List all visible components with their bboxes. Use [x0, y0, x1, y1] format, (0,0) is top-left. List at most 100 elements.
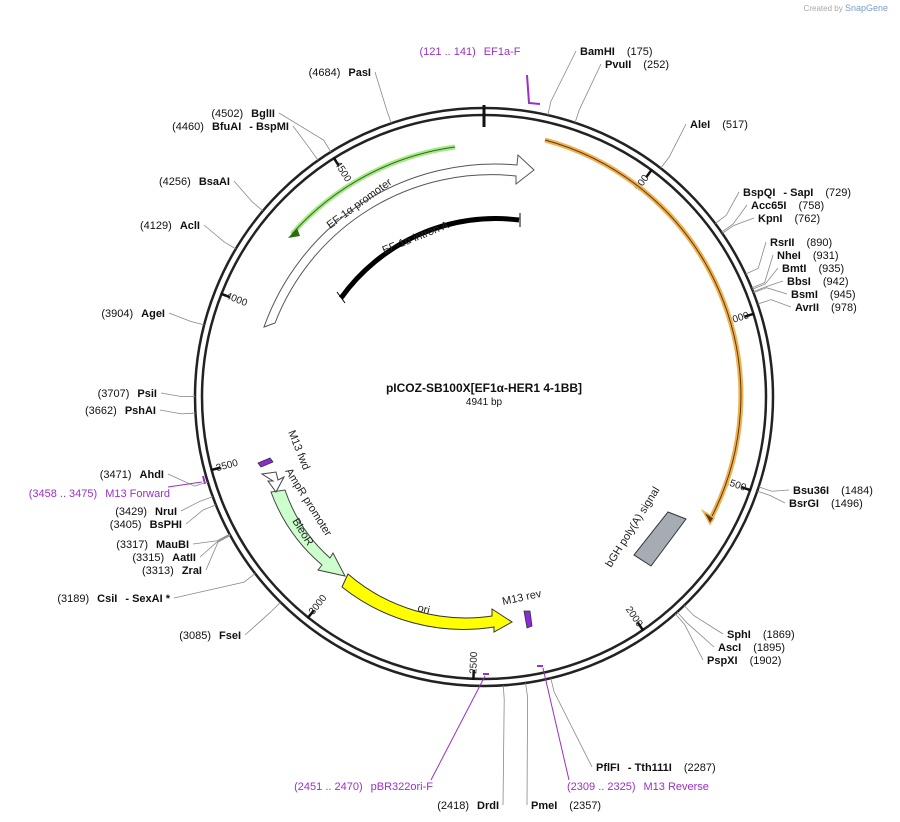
tick-label: 3500 [215, 458, 240, 474]
restriction-site-bfuai[interactable]: (4460)BfuAI- BspMI [172, 121, 289, 133]
restriction-site-acli[interactable]: (4129)AclI [140, 220, 200, 232]
tick-mark [645, 168, 654, 179]
restriction-site-bsmi[interactable]: BsmI(945) [791, 289, 856, 301]
tick-label: 4500 [332, 159, 353, 184]
site-label: (3085)FseI [179, 630, 241, 642]
site-leader-line [660, 123, 687, 169]
site-label: Bsu36I(1484) [793, 485, 873, 497]
restriction-site-pmei[interactable]: PmeI(2357) [531, 800, 601, 812]
restriction-site-csii[interactable]: (3189)CsiI- SexAI * [57, 593, 170, 605]
restriction-site-maubi[interactable]: (3317)MauBI [116, 539, 189, 551]
site-leader-line [244, 601, 281, 636]
restriction-site-psii[interactable]: (3707)PsiI [98, 388, 157, 400]
site-leader-line [674, 613, 704, 661]
site-leader-line [752, 280, 784, 293]
site-leader-line [192, 533, 230, 545]
site-label: (3317)MauBI [116, 539, 189, 551]
tick-mark [332, 156, 340, 167]
restriction-site-bglii[interactable]: (4502)BglII [211, 108, 275, 120]
restriction-site-avrii[interactable]: AvrII(978) [795, 302, 857, 314]
restriction-site-rsrii[interactable]: RsrII(890) [770, 237, 832, 249]
restriction-site-pvuii[interactable]: PvuII(252) [605, 59, 669, 71]
site-label: PvuII(252) [605, 59, 669, 71]
site-leader-line [676, 611, 715, 648]
site-label: (3707)PsiI [98, 388, 157, 400]
restriction-site-pshai[interactable]: (3662)PshAI [85, 405, 156, 417]
credit-prefix: Created by [803, 4, 843, 13]
ef1a-promoter-label: EF-1α promoter [325, 176, 395, 231]
site-label: Acc65I(758) [751, 200, 824, 212]
site-label: (4502)BglII [211, 108, 275, 120]
ef1a-promoter-arrow[interactable] [263, 153, 535, 328]
restriction-site-bamhi[interactable]: BamHI(175) [580, 46, 653, 58]
site-label: KpnI(762) [758, 213, 820, 225]
site-label: (4684)PasI [309, 67, 371, 79]
primer-ef1a-f[interactable]: (121 .. 141)EF1a-F [420, 46, 521, 58]
site-leader-line [752, 267, 779, 290]
tick-mark [741, 486, 752, 492]
site-leader-line [683, 605, 724, 635]
primer-m13-reverse[interactable]: (2309 .. 2325)M13 Reverse [542, 667, 709, 793]
site-label: AleI(517) [690, 119, 748, 131]
restriction-site-acc65i[interactable]: Acc65I(758) [751, 200, 824, 212]
site-label: AscI(1895) [718, 642, 785, 654]
restriction-site-pasi[interactable]: (4684)PasI [309, 67, 371, 79]
restriction-site-bsphi[interactable]: (3405)BsPHI [110, 519, 182, 531]
site-leader-line [550, 678, 593, 768]
m13-rev-label: M13 rev [501, 588, 543, 608]
tick-label: 2500 [468, 651, 480, 674]
bgh-polya-box[interactable] [633, 511, 687, 567]
restriction-site-sphi[interactable]: SphI(1869) [727, 629, 795, 641]
restriction-site-nrui[interactable]: (3429)NruI [115, 506, 177, 518]
restriction-site-bspqi[interactable]: BspQI- SapI(729) [743, 187, 851, 199]
restriction-site-drdi[interactable]: (2418)DrdI [437, 800, 499, 812]
site-leader-line [292, 125, 319, 161]
site-label: (3471)AhdI [100, 469, 164, 481]
restriction-site-pflfi[interactable]: PflFI- Tth111I(2287) [596, 762, 716, 774]
ampr-promoter-arrow[interactable] [260, 471, 286, 493]
ef1a-f-primer-mark[interactable] [526, 74, 541, 105]
restriction-site-bbsi[interactable]: BbsI(942) [787, 276, 849, 288]
ef1a-intron-arc[interactable] [338, 216, 520, 300]
primer-label: (3458 .. 3475)M13 Forward [29, 488, 170, 500]
tick-mark [210, 466, 221, 472]
primer-pbr322ori-f[interactable]: (2451 .. 2470)pBR322ori-F [294, 675, 486, 793]
site-label: (3315)AatII [132, 552, 196, 564]
orange-feature-arrowhead [700, 508, 716, 526]
site-leader-line [180, 496, 213, 512]
primer-m13-forward[interactable]: (3458 .. 3475)M13 Forward [29, 481, 203, 500]
restriction-site-fsei[interactable]: (3085)FseI [179, 630, 241, 642]
site-label: (2418)DrdI [437, 800, 499, 812]
site-leader-line [722, 217, 755, 234]
site-label: BmtI(935) [782, 263, 844, 275]
m13-fwd-arrow[interactable] [257, 457, 274, 468]
m13-rev-arrow[interactable] [523, 610, 533, 629]
restriction-site-alei[interactable]: AleI(517) [690, 119, 748, 131]
site-label: (4129)AclI [140, 220, 200, 232]
tick-mark [220, 292, 231, 299]
site-leader-line [751, 254, 774, 289]
site-leader-line [758, 486, 790, 492]
site-leader-line [203, 224, 237, 250]
restriction-site-ahdi[interactable]: (3471)AhdI [100, 469, 164, 481]
site-leader-line [160, 392, 196, 397]
restriction-site-agei[interactable]: (3904)AgeI [101, 308, 165, 320]
orange-feature-arc[interactable] [544, 137, 744, 522]
primer-leader-line [542, 667, 570, 781]
restriction-site-bmti[interactable]: BmtI(935) [782, 263, 844, 275]
restriction-site-pspxi[interactable]: PspXI(1902) [707, 655, 781, 667]
bleor-arrow[interactable] [270, 489, 346, 577]
site-label: (3313)ZraI [142, 565, 202, 577]
restriction-site-nhei[interactable]: NheI(931) [777, 250, 839, 262]
restriction-site-asci[interactable]: AscI(1895) [718, 642, 785, 654]
orange-feature-arc-core [544, 139, 742, 521]
restriction-site-bsrgi[interactable]: BsrGI(1496) [789, 498, 863, 510]
restriction-site-kpni[interactable]: KpnI(762) [758, 213, 820, 225]
restriction-site-zrai[interactable]: (3313)ZraI [142, 565, 202, 577]
restriction-site-bsu36i[interactable]: Bsu36I(1484) [793, 485, 873, 497]
tick-label: 3000 [307, 593, 330, 618]
restriction-site-bsaai[interactable]: (4256)BsaAI [159, 176, 230, 188]
site-label: BsrGI(1496) [789, 498, 863, 510]
restriction-site-aatii[interactable]: (3315)AatII [132, 552, 196, 564]
ori-arrow[interactable] [341, 573, 513, 633]
